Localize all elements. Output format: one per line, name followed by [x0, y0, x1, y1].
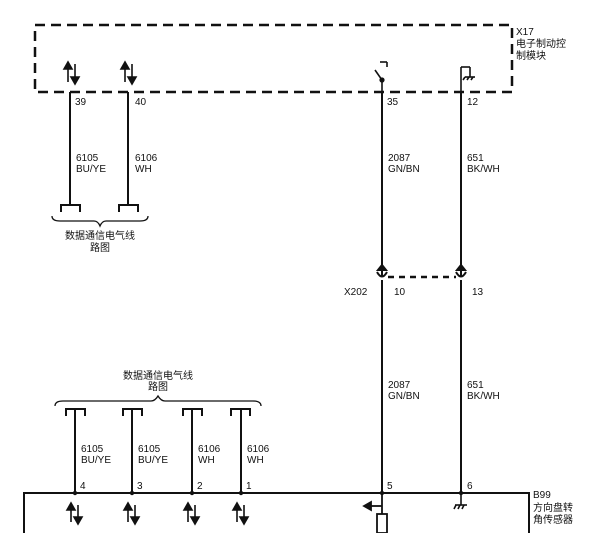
bus-label-top-2: 路图 — [90, 241, 110, 254]
wire-651-color: BK/WH — [467, 164, 500, 175]
bottom-wire-3-circuit: 6106 — [198, 444, 221, 455]
bottom-wire-3-color: WH — [198, 455, 215, 466]
bus-terminal-top-1 — [60, 204, 81, 212]
wire-651-lower-color: BK/WH — [467, 391, 500, 402]
wire-2087-color: GN/BN — [388, 164, 420, 175]
wire-6106-color: WH — [135, 164, 152, 175]
wire-2087-lower-circuit: 2087 — [388, 380, 411, 391]
module-x17-box — [33, 23, 514, 94]
bottom-pin-5: 5 — [387, 481, 393, 492]
sensor-input-icon — [362, 493, 388, 533]
bottom-pin-3: 3 — [137, 481, 143, 492]
bus-label-bottom-1: 数据通信电气线 — [123, 369, 193, 382]
ground-icon — [460, 66, 475, 92]
bottom-pin-2: 2 — [197, 481, 203, 492]
bus-brace-bottom — [54, 394, 262, 407]
bottom-pin-1: 1 — [246, 481, 252, 492]
wire-6106-circuit: 6106 — [135, 153, 158, 164]
bottom-wire-1-color: BU/YE — [81, 455, 111, 466]
module-b99-name-2: 角传感器 — [533, 513, 573, 526]
junction-dots — [72, 490, 464, 496]
module-x17-name-1: 电子制动控 — [516, 37, 566, 50]
bus-label-bottom-2: 路图 — [148, 380, 168, 393]
bidirectional-arrow-icon — [65, 501, 84, 526]
bottom-pin-4: 4 — [80, 481, 86, 492]
ground-icon — [453, 493, 467, 510]
bidirectional-arrow-icon — [182, 501, 201, 526]
module-x17-ref: X17 — [516, 27, 534, 38]
connector-pin-13: 13 — [472, 287, 484, 298]
bottom-pin-6: 6 — [467, 481, 473, 492]
bottom-wire-1-circuit: 6105 — [81, 444, 104, 455]
wire-2087-circuit: 2087 — [388, 153, 411, 164]
bus-label-top-1: 数据通信电气线 — [65, 229, 135, 242]
module-b99-name-1: 方向盘转 — [533, 501, 573, 514]
bidirectional-arrow-icon — [122, 501, 141, 526]
wire-651-lower-circuit: 651 — [467, 380, 484, 391]
module-b99-box — [23, 492, 530, 533]
bottom-wire-4-circuit: 6106 — [247, 444, 270, 455]
pin-39: 39 — [75, 97, 87, 108]
bidirectional-arrow-icon — [231, 501, 250, 526]
pin-40: 40 — [135, 97, 147, 108]
bidirectional-arrow-icon — [119, 60, 138, 86]
connector-x202-ref: X202 — [344, 287, 368, 298]
bottom-wire-4-color: WH — [247, 455, 264, 466]
wire-6105-color: BU/YE — [76, 164, 106, 175]
connector-pin-10: 10 — [394, 287, 406, 298]
pin-35: 35 — [387, 97, 399, 108]
bottom-wire-2-circuit: 6105 — [138, 444, 161, 455]
connector-x202 — [375, 263, 468, 279]
bus-brace-top — [51, 215, 149, 228]
pin-12: 12 — [467, 97, 479, 108]
wire-651-circuit: 651 — [467, 153, 484, 164]
wire-6105-circuit: 6105 — [76, 153, 99, 164]
switch-icon — [374, 61, 388, 92]
bus-terminal-top-2 — [118, 204, 139, 212]
wire-2087-lower-color: GN/BN — [388, 391, 420, 402]
module-b99-ref: B99 — [533, 490, 551, 501]
module-x17-name-2: 制模块 — [516, 49, 546, 62]
bottom-wire-2-color: BU/YE — [138, 455, 168, 466]
bidirectional-arrow-icon — [62, 60, 81, 86]
